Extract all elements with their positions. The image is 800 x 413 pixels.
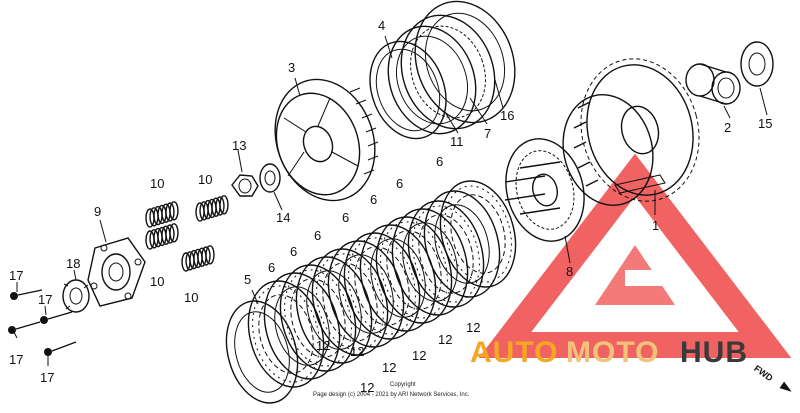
basket-gear-teeth (580, 58, 700, 202)
part-label-p12f: 12 (316, 338, 330, 353)
part-label-p10c: 10 (150, 274, 164, 289)
part-label-p5: 5 (244, 272, 251, 287)
ring-11 (387, 25, 477, 135)
basket-slots (573, 101, 599, 187)
watermark-text: AUTO MOTO HUB (470, 336, 748, 369)
fwd-arrow-icon (779, 381, 792, 392)
fwd-label: FWD (752, 363, 775, 383)
center-hub (302, 125, 334, 163)
spring-1 (195, 195, 229, 222)
leader-lines (13, 35, 768, 366)
basket-pin (614, 174, 666, 194)
part-label-p3: 3 (288, 60, 295, 75)
part-label-p2: 2 (724, 120, 731, 135)
bearing-18 (62, 279, 90, 313)
spring-0 (145, 201, 179, 228)
part-label-p6g: 6 (268, 260, 275, 275)
watermark-moto: MOTO (566, 336, 659, 369)
friction-disc-10 (279, 264, 357, 372)
ring-16 (414, 0, 516, 124)
part-label-p18: 18 (66, 256, 80, 271)
part-label-p16: 16 (500, 108, 514, 123)
part-label-p6f: 6 (290, 244, 297, 259)
copyright-line1: Copyright (390, 382, 416, 388)
bolt-17c (8, 321, 41, 334)
part-label-p12g: 12 (360, 380, 374, 395)
friction-disc-0 (439, 180, 517, 288)
bushing-2 (685, 63, 741, 105)
spring-2 (145, 223, 179, 250)
part-label-p6c: 6 (370, 192, 377, 207)
part-label-p17c: 17 (9, 352, 23, 367)
clutch-springs-10 (145, 195, 229, 272)
ring-7-teeth (410, 25, 486, 119)
watermark-hub: HUB (680, 336, 748, 369)
forward-direction-marker: FWD (752, 363, 792, 392)
part-label-p17b: 17 (38, 292, 52, 307)
lifter-plate-8 (504, 138, 585, 242)
part-label-p17a: 17 (9, 268, 23, 283)
center-splines (349, 87, 379, 175)
part-label-p6a: 6 (436, 154, 443, 169)
part-label-p12c: 12 (412, 348, 426, 363)
part-label-p17d: 17 (40, 370, 54, 385)
ring-4-inner (375, 48, 441, 132)
lock-nut-13 (231, 174, 259, 197)
clutch-disc-stack (247, 180, 517, 388)
copyright-line2: Page design (c) 2004 - 2021 by ARI Netwo… (313, 392, 470, 398)
part-label-p12d: 12 (382, 360, 396, 375)
thrust-washer-15 (740, 41, 774, 87)
watermark-logo-icon (478, 153, 792, 358)
plain-plate-11 (263, 272, 341, 380)
part-label-p12e: 12 (350, 344, 364, 359)
basket-gear (586, 64, 694, 196)
clutch-lifter-plate-9 (87, 237, 146, 307)
part-label-p13: 13 (232, 138, 246, 153)
part-label-p11: 11 (450, 134, 464, 149)
part-label-p10b: 10 (198, 172, 212, 187)
bolts-17 (8, 289, 77, 356)
part-label-p14: 14 (276, 210, 290, 225)
plain-plate-9 (295, 256, 373, 364)
ring-11-inner (396, 35, 468, 125)
center-spokes (283, 97, 359, 177)
watermark-auto: AUTO (470, 336, 558, 369)
logo-outer-triangle (478, 153, 792, 358)
part-label-p4: 4 (378, 18, 385, 33)
ring-16-inner (424, 12, 506, 112)
part-label-p10d: 10 (184, 290, 198, 305)
part-label-p1: 1 (652, 218, 659, 233)
basket-rim (562, 94, 654, 206)
basket-hub (620, 105, 660, 155)
part-label-p12a: 12 (466, 320, 480, 335)
part-label-p10a: 10 (150, 176, 164, 191)
clutch-outer-basket (562, 58, 700, 206)
bolt-17b (40, 311, 73, 324)
part-label-p7: 7 (484, 126, 491, 141)
part-label-p6d: 6 (342, 210, 349, 225)
ring-7 (400, 14, 496, 130)
bolt-17a (10, 289, 43, 300)
part-label-p8: 8 (566, 264, 573, 279)
part-label-p12b: 12 (438, 332, 452, 347)
logo-notch (625, 270, 685, 286)
part-label-p6b: 6 (396, 176, 403, 191)
part-label-p6e: 6 (314, 228, 321, 243)
bolt-17d (44, 341, 77, 356)
spring-3 (181, 245, 215, 272)
judder-spring-5 (225, 300, 299, 404)
lock-washer-14 (259, 163, 281, 193)
ring-4 (369, 40, 447, 140)
part-label-p15: 15 (758, 116, 772, 131)
part-label-p9: 9 (94, 204, 101, 219)
pressure-plate-rings (369, 0, 516, 140)
